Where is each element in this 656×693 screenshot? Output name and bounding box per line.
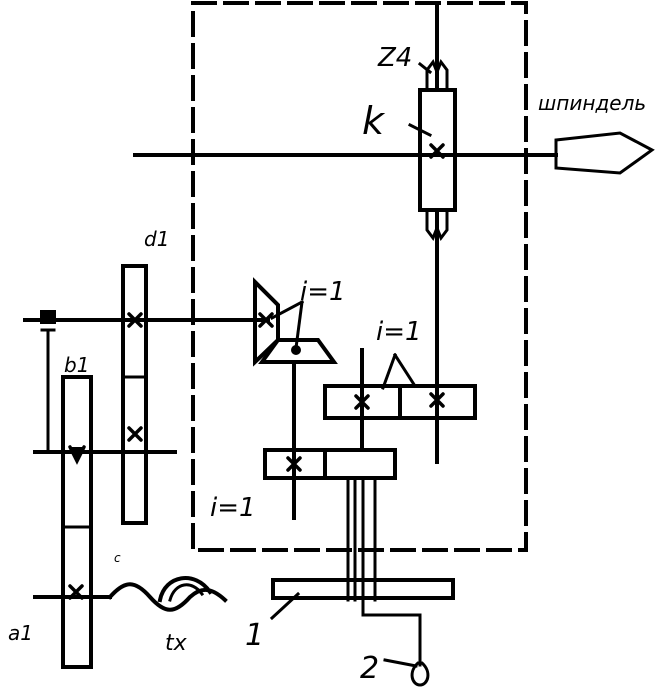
label-two: 2 [360, 651, 379, 686]
label-z4: Z4 [377, 43, 412, 73]
label-b1: b1 [64, 353, 89, 377]
i-top-dot [291, 345, 301, 355]
i-top-leader-2 [294, 300, 304, 350]
marker-bevel [258, 312, 274, 328]
gear-d1 [121, 264, 148, 525]
shaft-key [40, 310, 56, 324]
label-i-bottom: i=1 [210, 493, 256, 523]
marker-d1-low [127, 426, 143, 442]
label-a1: a1 [8, 621, 33, 645]
gear-mid-b [323, 448, 397, 480]
label-one: 1 [245, 618, 264, 653]
marker-d1-top [127, 312, 143, 328]
label-spindle: шпиндель [538, 91, 646, 115]
marker-mid-a [286, 456, 302, 472]
label-k: k [362, 99, 386, 143]
marker-b1-v [68, 445, 86, 465]
z4-leader [417, 61, 433, 75]
handwheel-1 [271, 578, 455, 600]
label-tx: tx [165, 631, 188, 656]
spindle-nose [554, 131, 655, 175]
label-d1: d1 [144, 227, 169, 251]
marker-a1 [68, 584, 84, 600]
label-c1: c [114, 551, 121, 565]
i-right-leader-2 [392, 352, 418, 389]
marker-right-b [429, 392, 445, 408]
lead-screw-wave [107, 582, 228, 612]
i-right-leader-1 [381, 353, 397, 390]
worm-bottom [425, 210, 449, 242]
marker-right-a [354, 394, 370, 410]
k-leader [407, 122, 433, 138]
lever-2-handle [410, 661, 430, 687]
lead-screw-nut [157, 576, 213, 603]
label-i-right: i=1 [376, 317, 422, 347]
handwheel-1-leader [269, 591, 301, 621]
i-top-leader-1 [269, 299, 305, 321]
worm-wheel-k [418, 88, 457, 212]
lever-2-arm [361, 598, 422, 667]
bevel-gear-horizontal [258, 338, 338, 364]
housing-dashed-frame [191, 1, 528, 552]
lead-screw-nut-inner [168, 583, 205, 602]
marker-worm [429, 143, 445, 159]
gear-right-b [398, 384, 477, 420]
label-i-top: i=1 [300, 277, 346, 307]
gear-b1-a1 [61, 375, 93, 669]
lever-2-leader [383, 658, 418, 668]
